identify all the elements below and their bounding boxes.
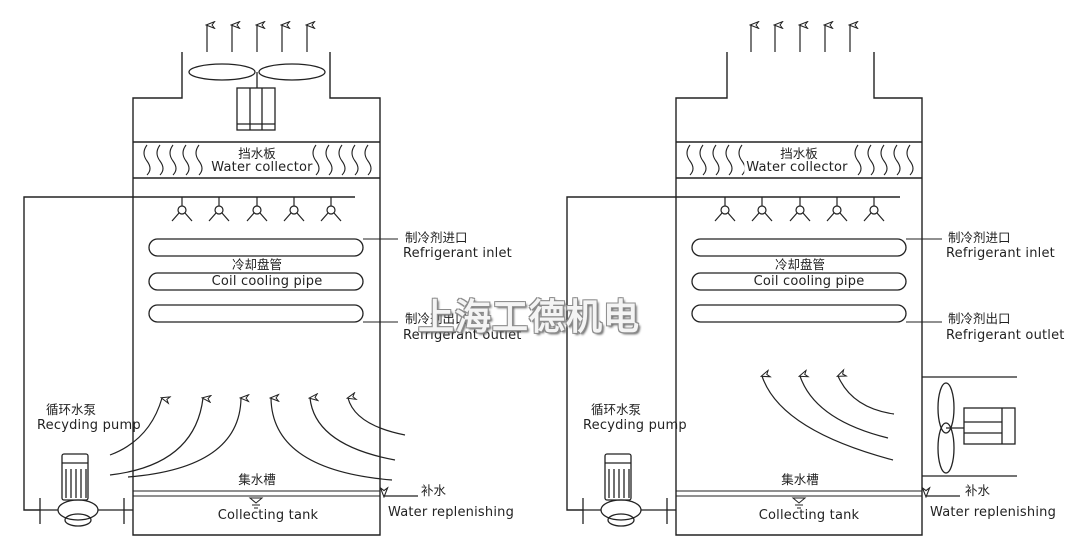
right-replenish-label: Water replenishing <box>930 505 1057 520</box>
left-water-collector-label: Water collector <box>209 160 315 175</box>
left-water-level-icon <box>248 497 264 509</box>
left-replenish-label: Water replenishing <box>388 505 515 520</box>
right-pump-label-cn: 循环水泵 <box>591 402 642 417</box>
right-tower-outline <box>675 52 923 536</box>
right-tank-label: Collecting tank <box>758 508 860 523</box>
left-sump-label-cn: 集水槽 <box>238 472 276 487</box>
right-collector-blades <box>686 144 914 176</box>
right-water-level-icon <box>791 497 807 509</box>
right-refrigerant-outlet-label: Refrigerant outlet <box>946 328 1065 343</box>
right-water-collector-label: Water collector <box>744 160 850 175</box>
left-spray-pipe <box>23 196 355 511</box>
right-refrigerant-outlet-label-cn: 制冷剂出口 <box>948 311 1011 326</box>
company-watermark: 上海工德机电 <box>418 296 641 338</box>
right-refrigerant-inlet-label: Refrigerant inlet <box>946 246 1055 261</box>
left-coil-label-cn: 冷却盘管 <box>231 257 283 272</box>
left-pump-label-cn: 循环水泵 <box>46 402 97 417</box>
right-spray-pipe <box>566 196 900 511</box>
left-spray-nozzles <box>171 197 342 222</box>
left-coil <box>148 238 398 323</box>
right-pump <box>582 453 676 527</box>
right-refrigerant-inlet-label-cn: 制冷剂进口 <box>948 230 1011 245</box>
right-water-collector-label-cn: 挡水板 <box>780 146 818 161</box>
left-refrigerant-outlet-label-cn: 制冷剂出口 <box>405 311 468 326</box>
right-replenish-label-cn: 补水 <box>965 483 991 498</box>
right-spray-nozzles <box>714 197 885 222</box>
left-refrigerant-inlet-label-cn: 制冷剂进口 <box>405 230 468 245</box>
left-tower <box>23 25 418 536</box>
left-refrigerant-outlet-label: Refrigerant outlet <box>403 328 522 343</box>
right-exhaust-arrows <box>751 25 850 52</box>
left-coil-label: Coil cooling pipe <box>211 274 323 289</box>
right-sump-label-cn: 集水槽 <box>781 472 819 487</box>
right-pump-label: Recyding pump <box>583 418 687 433</box>
left-refrigerant-inlet-label: Refrigerant inlet <box>403 246 512 261</box>
right-side-fan <box>922 376 1017 477</box>
left-exhaust-arrows <box>207 25 307 52</box>
left-pump-label: Recyding pump <box>37 418 141 433</box>
left-pump <box>39 453 133 527</box>
right-coil <box>691 238 942 323</box>
right-tower <box>566 25 1017 536</box>
left-airflow <box>109 398 406 481</box>
left-tower-outline <box>132 52 381 536</box>
right-coil-label: Coil cooling pipe <box>753 274 865 289</box>
left-water-collector-label-cn: 挡水板 <box>238 146 276 161</box>
left-collector-blades <box>143 144 372 176</box>
left-replenish-label-cn: 补水 <box>421 483 447 498</box>
right-coil-label-cn: 冷却盘管 <box>774 257 826 272</box>
right-airflow <box>762 376 895 461</box>
left-tank-label: Collecting tank <box>217 508 319 523</box>
left-fan <box>188 63 326 131</box>
